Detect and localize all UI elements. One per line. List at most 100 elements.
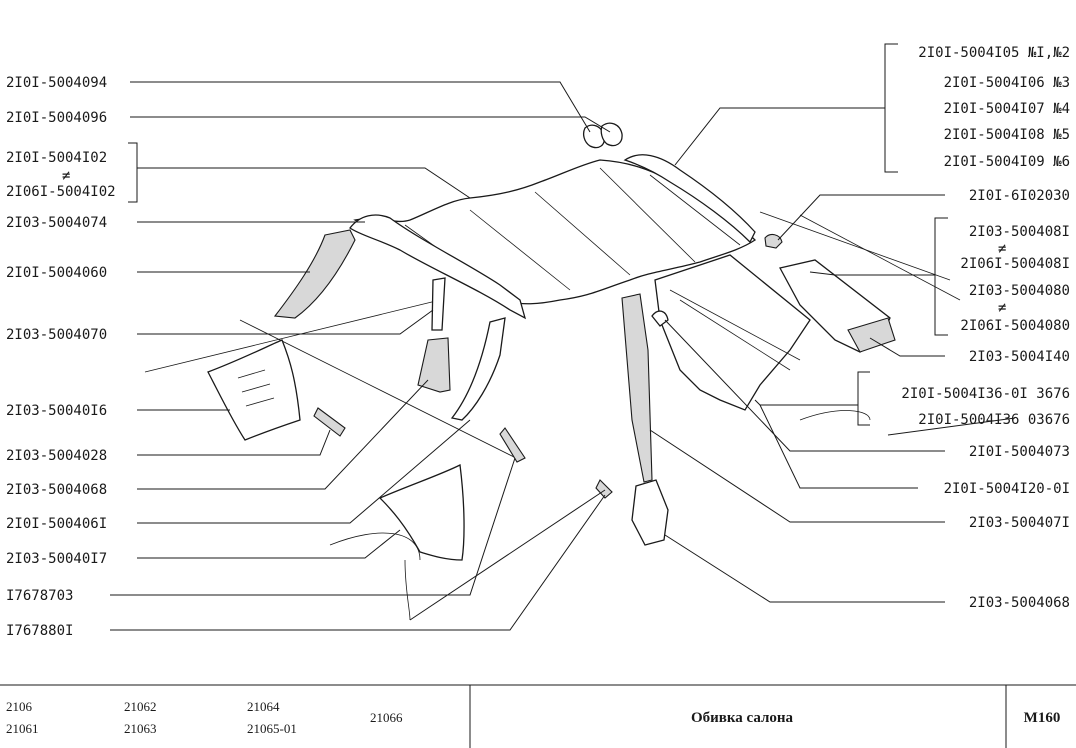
part-label: 2I03-5004028 [6, 448, 107, 464]
c-pillar-lower-cap [631, 479, 669, 546]
part-label: 2I0I-5004I05 №I,№2 [918, 45, 1070, 61]
leader-bracket [857, 371, 870, 426]
leader-line [130, 81, 591, 133]
leader-line [674, 107, 885, 166]
leader-line [409, 489, 606, 621]
kick-panel-slot [237, 369, 266, 379]
model-number: 21065-01 [247, 721, 297, 736]
not-equal-mark: ≠ [998, 241, 1006, 257]
model-number: 21062 [124, 699, 157, 714]
rear-parcel-shelf [654, 254, 811, 411]
leader-line [110, 457, 516, 596]
parts-drawing [144, 122, 961, 621]
car-outline-line [759, 211, 951, 281]
not-equal-mark: ≠ [62, 168, 70, 184]
footer: 2106 21061 21062 21063 21064 21065-01 21… [0, 684, 1076, 748]
leader-line [754, 399, 858, 406]
part-label: I767880I [6, 623, 73, 639]
model-number: 21064 [247, 699, 280, 714]
leader-line [137, 429, 331, 456]
center-pillar-trim [450, 317, 506, 421]
model-number: 2106 [6, 699, 33, 714]
screw [499, 427, 526, 463]
headliner-seam [534, 191, 631, 276]
headliner-seam [599, 167, 696, 263]
leader-line [649, 429, 945, 523]
label-bracket [128, 142, 138, 203]
kick-panel-slot [241, 383, 271, 393]
model-number: 21066 [370, 710, 403, 725]
part-label: 2I03-500407I [969, 515, 1070, 531]
part-label: 2I03-5004080 [969, 283, 1070, 299]
part-label: 2I0I-5004I36 03676 [918, 412, 1070, 428]
leader-line [137, 419, 471, 524]
rear-bracket [651, 310, 669, 327]
part-label: 2I03-5004I40 [969, 349, 1070, 365]
part-label: 2I06I-500408I [960, 256, 1070, 272]
headliner-seam [469, 209, 571, 291]
part-label: 2I0I-5004094 [6, 75, 107, 91]
screw [313, 407, 346, 437]
rear-header-trim [623, 154, 756, 244]
leader-line [137, 529, 401, 559]
model-number: 21063 [124, 721, 157, 736]
car-outline-line [404, 559, 411, 621]
part-label: 2I0I-6I02030 [969, 188, 1070, 204]
shelf-line [679, 299, 791, 371]
part-label: 2I03-5004074 [6, 215, 107, 231]
strikethrough-line [887, 417, 1016, 436]
a-pillar-trim [273, 229, 356, 319]
part-label: 2I0I-5004I02 [6, 150, 107, 166]
model-number: 21061 [6, 721, 39, 736]
part-label: 2I0I-5004060 [6, 265, 107, 281]
leader-line [759, 404, 918, 489]
leader-line [110, 494, 606, 631]
part-label: 2I03-5004068 [969, 595, 1070, 611]
car-outline-line [239, 319, 521, 461]
front-header-trim [349, 214, 527, 320]
not-equal-mark: ≠ [998, 300, 1006, 316]
diagram-title: Обивка салона [691, 710, 794, 726]
part-label: 2I03-50040I6 [6, 403, 107, 419]
c-pillar-trim [621, 293, 653, 483]
leader-bracket [934, 217, 948, 336]
part-label: 2I0I-5004I08 №5 [944, 127, 1070, 143]
part-label: 2I0I-5004I06 №3 [944, 75, 1070, 91]
leader-line [137, 309, 434, 335]
leader-lines [110, 43, 1016, 631]
screw [595, 479, 613, 499]
leader-line [809, 271, 935, 276]
leader-bracket [884, 43, 898, 173]
leader-line [130, 116, 611, 133]
part-label: I7678703 [6, 588, 73, 604]
leader-line [869, 337, 945, 357]
leader-line [137, 167, 471, 199]
dome-light [764, 233, 783, 249]
page-code: M160 [1024, 710, 1061, 726]
part-label: 2I0I-5004096 [6, 110, 107, 126]
shelf-line [669, 289, 801, 361]
part-label: 2I0I-500406I [6, 516, 107, 532]
leader-line [664, 534, 945, 603]
car-outline-line [144, 299, 441, 373]
part-label: 2I03-500408I [969, 224, 1070, 240]
leader-line [777, 194, 945, 241]
part-label: 2I06I-5004080 [960, 318, 1070, 334]
part-label: 2I0I-5004I09 №6 [944, 154, 1070, 170]
b-pillar-upper [431, 277, 446, 331]
part-label: 2I03-50040I7 [6, 551, 107, 567]
leader-line [137, 379, 429, 490]
rear-lower-trim [378, 464, 465, 561]
visor-clip [600, 122, 623, 147]
left-labels: 2I0I-5004094 2I0I-5004096 2I0I-5004I02 ≠… [6, 75, 138, 639]
part-label: 2I0I-5004I07 №4 [944, 101, 1070, 117]
car-outline-line [799, 410, 871, 421]
part-label: 2I0I-5004I36-0I 3676 [901, 386, 1070, 402]
part-label: 2I06I-5004I02 [6, 184, 116, 200]
part-label: 2I0I-5004I20-0I [944, 481, 1070, 497]
right-labels: 2I0I-5004I05 №I,№2 2I0I-5004I06 №3 2I0I-… [901, 45, 1070, 611]
b-pillar-lower [417, 337, 451, 393]
part-label: 2I03-5004070 [6, 327, 107, 343]
part-label: 2I0I-5004073 [969, 444, 1070, 460]
